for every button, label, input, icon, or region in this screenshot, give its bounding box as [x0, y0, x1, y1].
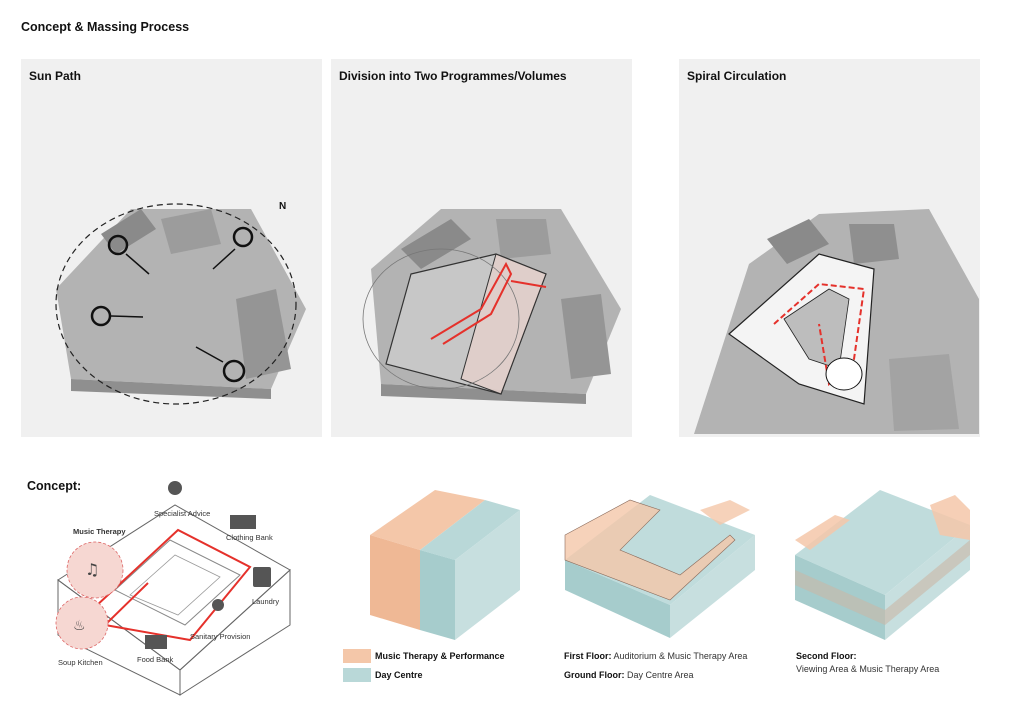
ground-floor-caption: Ground Floor: Day Centre Area: [564, 670, 694, 680]
second-floor-caption: Second Floor:: [796, 651, 857, 661]
first-floor-caption: First Floor: Auditorium & Music Therapy …: [564, 651, 748, 661]
massing-two-volumes: [370, 490, 520, 640]
label-soup-kitchen: Soup Kitchen: [58, 658, 103, 667]
north-label: N: [279, 201, 287, 212]
label-food-bank: Food Bank: [137, 655, 174, 664]
label-sanitary-provision: Sanitary Provision: [190, 632, 251, 641]
concept-diagram: ♫ ♨ Specialist Advice Music Therapy Clot…: [40, 475, 305, 700]
label-laundry: Laundry: [252, 597, 280, 606]
svg-text:♨: ♨: [73, 618, 86, 634]
division-model: [362, 209, 621, 404]
massing-second: [795, 490, 970, 640]
legend-label-music: Music Therapy & Performance: [375, 651, 505, 661]
second-floor-text: Viewing Area & Music Therapy Area: [796, 664, 940, 674]
label-clothing-bank: Clothing Bank: [226, 533, 273, 542]
panel-title: Spiral Circulation: [687, 69, 787, 83]
label-music-therapy: Music Therapy: [73, 527, 126, 536]
legend-swatch-day-centre: [343, 668, 371, 682]
panel-title: Sun Path: [29, 69, 82, 83]
panel-title: Division into Two Programmes/Volumes: [339, 69, 567, 83]
sun-path-model: [55, 203, 306, 405]
massing-first-ground: [564, 495, 755, 638]
division-panel: Division into Two Programmes/Volumes: [331, 59, 632, 437]
sun-path-panel: Sun Path N: [21, 59, 322, 437]
page-title: Concept & Massing Process: [21, 20, 190, 34]
svg-text:♫: ♫: [85, 560, 99, 579]
concept-title: Concept:: [27, 479, 82, 493]
legend-label-day-centre: Day Centre: [375, 670, 423, 680]
concept-diagram-lines: ♫ ♨: [55, 481, 291, 696]
label-specialist-advice: Specialist Advice: [154, 509, 211, 518]
legend-swatch-music: [343, 649, 371, 663]
spiral-model: [694, 209, 979, 434]
spiral-panel: Spiral Circulation: [679, 59, 980, 437]
